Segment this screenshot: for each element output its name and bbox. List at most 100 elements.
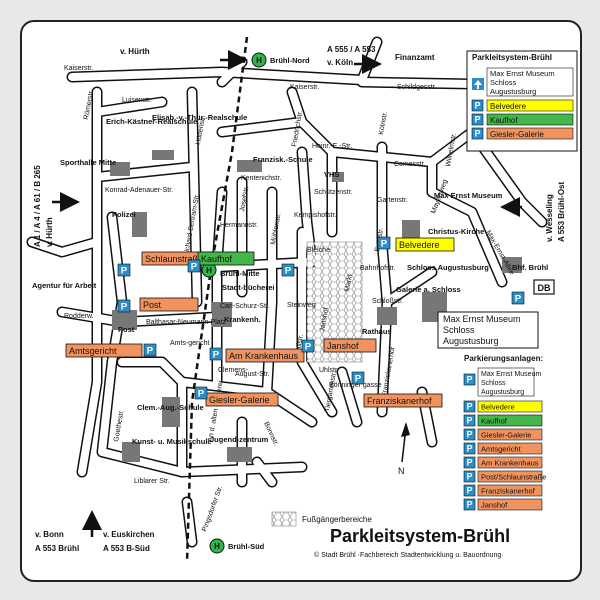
svg-text:Amtsgericht: Amtsgericht (481, 445, 522, 454)
edge-right-2: A 553 Brühl-Ost (557, 182, 566, 242)
parking-icon: P (463, 400, 476, 413)
direction-arrows (52, 50, 522, 537)
map-label-post: Post (139, 297, 199, 312)
map-label-amtsgericht: Amtsgericht (65, 343, 143, 358)
svg-text:Post: Post (143, 300, 162, 310)
svg-text:Post/Schlaunstraße: Post/Schlaunstraße (481, 473, 546, 482)
svg-text:Parkierungsanlagen:: Parkierungsanlagen: (464, 354, 543, 363)
svg-text:Augustusburg: Augustusburg (490, 87, 536, 96)
svg-text:Kaufhof: Kaufhof (481, 417, 508, 426)
svg-text:Schlaunstraße: Schlaunstraße (145, 254, 203, 264)
station-south: H Brühl-Süd (209, 538, 265, 554)
svg-text:P: P (467, 472, 473, 482)
svg-text:Max Ernst Museum: Max Ernst Museum (481, 371, 541, 378)
edge-bhf: Bhf. Brühl (512, 263, 548, 272)
parking-icon: P (471, 127, 484, 140)
svg-text:Schildgesstr.: Schildgesstr. (397, 84, 437, 91)
parking-icon: P (301, 339, 315, 352)
svg-text:Balthasar-Neumann-Platz: Balthasar-Neumann-Platz (146, 319, 227, 326)
svg-text:Belvedere: Belvedere (399, 240, 440, 250)
svg-text:Post: Post (118, 325, 135, 334)
svg-text:Bleiche: Bleiche (307, 247, 330, 254)
station-north-label: Brühl-Nord (270, 56, 310, 65)
svg-text:Kaufhof: Kaufhof (201, 254, 233, 264)
db-label: DB (538, 283, 551, 293)
svg-text:P: P (467, 375, 473, 385)
station-mid-label: Brühl-Mitte (220, 269, 260, 278)
svg-text:Giesler-Galerie: Giesler-Galerie (481, 431, 531, 440)
svg-text:P: P (515, 293, 522, 304)
parking-icon: P (194, 386, 208, 399)
svg-text:Kentenichstr.: Kentenichstr. (241, 175, 282, 182)
parking-icon: P (463, 484, 476, 497)
map-label-giesler: Giesler-Galerie (205, 392, 279, 407)
map-label-franziskanerhof: Franziskanerhof (363, 393, 443, 408)
svg-text:P: P (355, 373, 362, 384)
svg-text:H: H (206, 266, 212, 275)
svg-text:Liblarer Str.: Liblarer Str. (134, 478, 170, 485)
svg-text:P: P (285, 265, 292, 276)
parking-icon: P (143, 343, 157, 356)
svg-text:Schloss: Schloss (490, 78, 517, 87)
parking-icon: P (511, 291, 525, 304)
legend-bottom-item: P Post/Schlaunstraße (463, 470, 546, 483)
svg-text:Christus-Kirche: Christus-Kirche (428, 227, 484, 236)
museum-box: Max Ernst Museum Schloss Augustusburg (437, 311, 539, 349)
svg-text:P: P (467, 430, 473, 440)
parking-icon: P (463, 442, 476, 455)
svg-text:Rodderw.: Rodderw. (64, 313, 94, 320)
svg-text:Rathaus: Rathaus (362, 327, 392, 336)
parking-icon: P (463, 470, 476, 483)
parking-icon: P (471, 99, 484, 112)
svg-text:Max Ernst Museum: Max Ernst Museum (443, 314, 521, 324)
edge-agentur: Agentur für Arbeit (32, 281, 97, 290)
svg-text:Elisab.-v.-Thür.-Realschule: Elisab.-v.-Thür.-Realschule (152, 113, 247, 122)
svg-text:Schloss: Schloss (443, 325, 475, 335)
map-label-kaufhof: Kaufhof (197, 251, 255, 266)
svg-text:Parkleitsystem-Brühl: Parkleitsystem-Brühl (472, 53, 552, 62)
svg-text:P: P (467, 486, 473, 496)
svg-text:Amts-gericht: Amts-gericht (170, 340, 209, 347)
edge-a555: A 555 / A 553 (327, 45, 376, 54)
svg-text:P: P (147, 345, 154, 356)
parking-icon: P (187, 259, 201, 272)
svg-text:Franziskanerhof: Franziskanerhof (367, 396, 432, 406)
svg-text:Markt: Markt (344, 274, 354, 293)
svg-text:Kaufhof: Kaufhof (490, 116, 518, 125)
station-north: H Brühl-Nord (251, 52, 310, 68)
svg-text:P: P (213, 349, 220, 360)
parking-icon: P (463, 414, 476, 427)
svg-text:Wallstr.: Wallstr. (294, 334, 305, 358)
svg-text:Janshof: Janshof (481, 501, 508, 510)
svg-text:Uhlstr.: Uhlstr. (319, 367, 339, 374)
svg-text:Heinr.-E.-Str.: Heinr.-E.-Str. (312, 143, 352, 150)
svg-text:Schützenstr.: Schützenstr. (314, 189, 353, 196)
svg-text:Clemens-: Clemens- (218, 367, 249, 374)
svg-text:P: P (467, 444, 473, 454)
svg-text:Luisenstr.: Luisenstr. (122, 97, 152, 104)
svg-text:Janshof: Janshof (319, 307, 330, 332)
legend-top-item: P Giesler-Galerie (471, 127, 574, 140)
svg-text:Clem.-Aug.-Schule: Clem.-Aug.-Schule (137, 403, 204, 412)
svg-text:Kaiserstr.: Kaiserstr. (64, 65, 93, 72)
svg-text:Max Ernst Museum: Max Ernst Museum (434, 191, 503, 200)
svg-text:Janshof: Janshof (327, 341, 359, 351)
parking-icon: P (463, 428, 476, 441)
edge-left-2: v. Hürth (45, 217, 54, 247)
parking-icon: P (209, 347, 223, 360)
svg-text:Franziskanerhof: Franziskanerhof (481, 487, 536, 496)
svg-text:Kölnstr.: Kölnstr. (378, 111, 389, 135)
parking-icon: P (463, 373, 476, 386)
svg-text:Giesler-Galerie: Giesler-Galerie (490, 130, 544, 139)
svg-text:P: P (467, 416, 473, 426)
map-title: Parkleitsystem-Brühl (330, 526, 510, 546)
parking-icon: P (377, 236, 391, 249)
parking-icon: P (351, 371, 365, 384)
svg-text:N: N (398, 466, 405, 476)
svg-text:Am Krankenhaus: Am Krankenhaus (229, 351, 299, 361)
svg-text:Belvedere: Belvedere (490, 102, 527, 111)
svg-text:Stadt-bücherei: Stadt-bücherei (222, 283, 275, 292)
svg-text:Giesler-Galerie: Giesler-Galerie (209, 395, 270, 405)
